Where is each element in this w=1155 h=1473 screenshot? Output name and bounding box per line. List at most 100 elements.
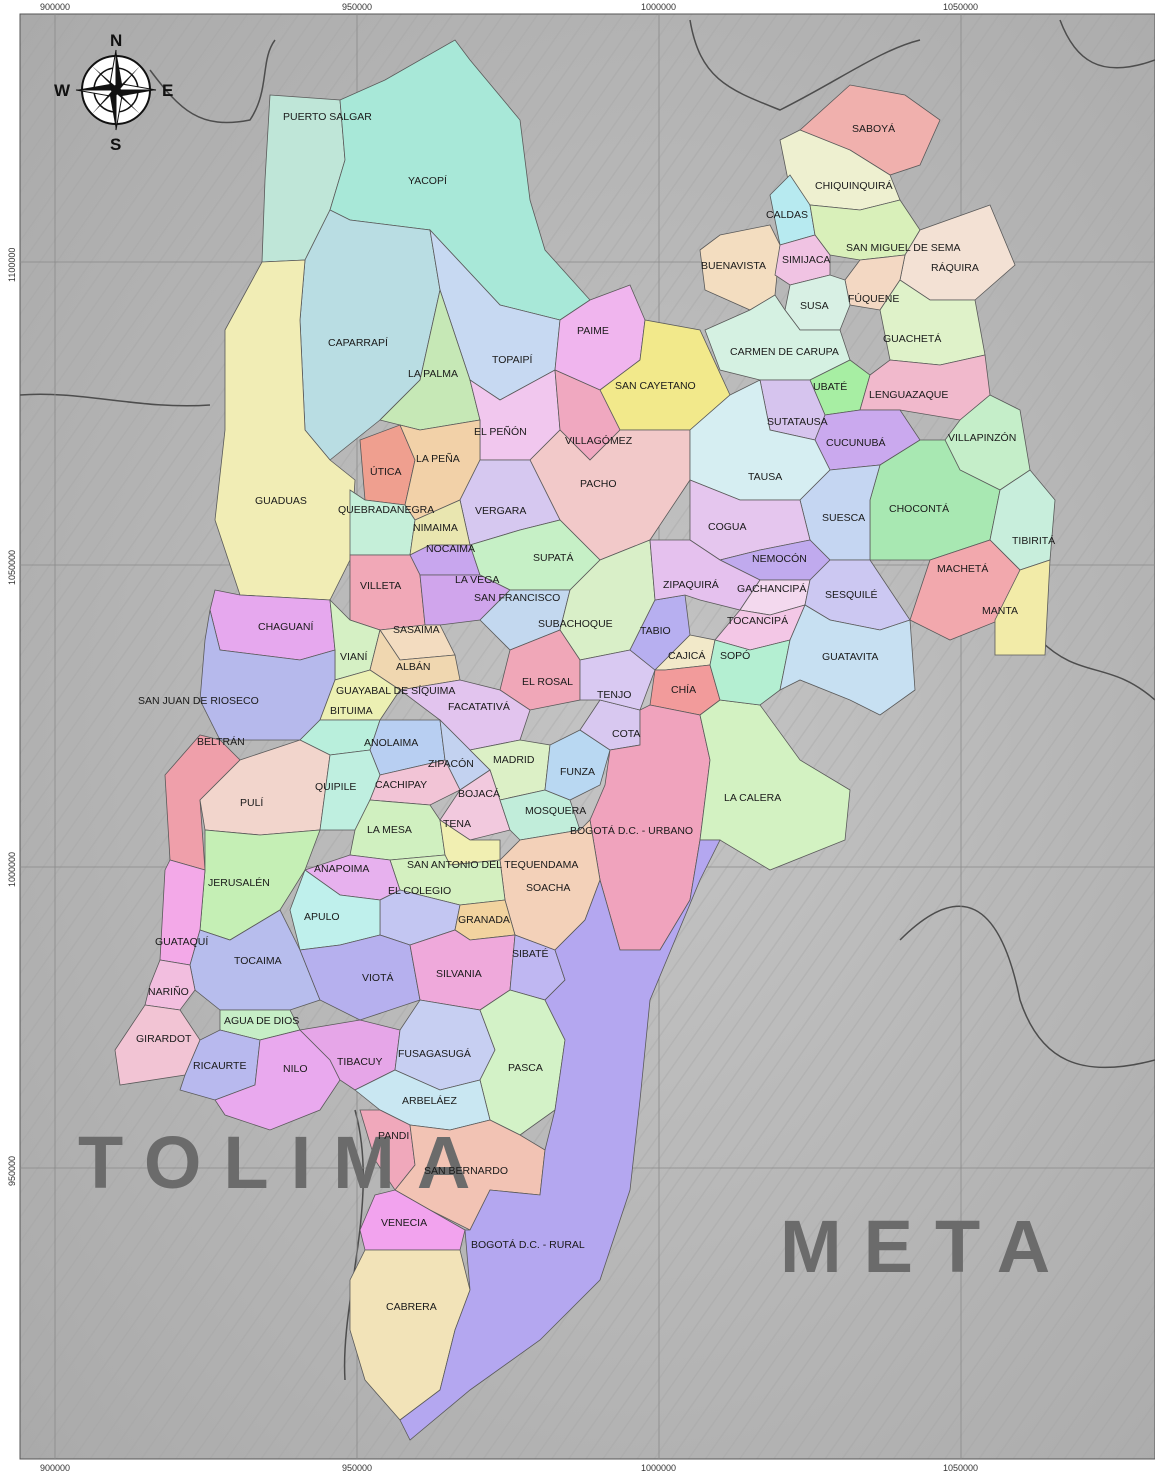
label-simijaca: SIMIJACA [782, 254, 830, 266]
label-bojaca: BOJACÁ [458, 787, 500, 800]
label-vergara: VERGARA [475, 505, 526, 517]
label-nimaima: NIMAIMA [413, 522, 458, 534]
label-san-miguel-de-sema: SAN MIGUEL DE SEMA [846, 242, 961, 254]
coord-top-1000000: 1000000 [641, 2, 676, 12]
label-topaipi: TOPAIPÍ [492, 353, 533, 366]
municipality-polygon-guaduas [214, 259, 356, 601]
coord-left-1050000: 1050000 [7, 550, 17, 585]
department-boundary-line [899, 905, 1155, 1069]
label-el-penon: EL PEÑÓN [474, 425, 527, 438]
label-la-mesa: LA MESA [367, 824, 412, 836]
label-sasaima: SASAIMA [393, 624, 440, 636]
department-boundary-line [19, 393, 211, 407]
coord-bottom-1050000: 1050000 [943, 1463, 978, 1473]
label-tausa: TAUSA [748, 471, 782, 483]
compass-south-label: S [110, 135, 121, 154]
label-cota: COTA [612, 728, 640, 740]
label-pandi: PANDI [378, 1130, 409, 1142]
municipality-polygon-bogota-rural [399, 839, 721, 1441]
label-pasca: PASCA [508, 1062, 543, 1074]
label-girardot: GIRARDOT [136, 1033, 192, 1045]
compass-rose: N S E W [54, 31, 173, 154]
label-sutatausa: SUTATAUSA [767, 416, 828, 428]
label-zipacon: ZIPACÓN [428, 757, 474, 770]
label-macheta: MACHETÁ [937, 562, 988, 575]
label-guataqui: GUATAQUÍ [155, 935, 208, 948]
label-san-francisco: SAN FRANCISCO [474, 592, 560, 604]
label-san-bernardo: SAN BERNARDO [424, 1165, 508, 1177]
label-el-colegio: EL COLEGIO [388, 885, 451, 897]
label-ubate: UBATÉ [813, 380, 847, 393]
label-bogota-urbano: BOGOTÁ D.C. - URBANO [570, 824, 693, 837]
label-mosquera: MOSQUERA [525, 805, 586, 817]
label-lenguazaque: LENGUAZAQUE [869, 389, 948, 401]
department-polygons [114, 39, 1056, 1441]
label-funza: FUNZA [560, 766, 595, 778]
region-label-tolima: TOLIMA [78, 1121, 492, 1204]
label-utica: ÚTICA [370, 465, 402, 478]
label-guatavita: GUATAVITA [822, 651, 878, 663]
label-anapoima: ANAPOIMA [314, 863, 369, 875]
label-cajica: CAJICÁ [668, 649, 705, 662]
label-manta: MANTA [982, 605, 1018, 617]
label-paime: PAIME [577, 325, 609, 337]
municipality-polygon-tabio [629, 594, 691, 671]
municipality-labels: PUERTO SALGAR YACOPÍ SABOYÁ CHIQUINQUIRÁ… [136, 111, 1055, 1313]
label-villagomez: VILLAGÓMEZ [565, 434, 633, 447]
label-villeta: VILLETA [360, 580, 401, 592]
municipality-polygon-guatavita [779, 604, 916, 716]
label-chia: CHÍA [671, 683, 696, 696]
coord-left-950000: 950000 [7, 1156, 17, 1186]
compass-star-icon [75, 49, 157, 131]
label-madrid: MADRID [493, 754, 535, 766]
compass-east-label: E [162, 81, 173, 100]
map-border [19, 13, 1155, 1460]
label-la-pena: LA PEÑA [416, 452, 460, 465]
label-bituima: BITUIMA [330, 705, 373, 717]
label-tibacuy: TIBACUY [337, 1056, 383, 1068]
label-bogota-rural: BOGOTÁ D.C. - RURAL [471, 1238, 585, 1251]
label-puerto-salgar: PUERTO SALGAR [283, 111, 372, 123]
label-guayabal: GUAYABAL DE SÍQUIMA [336, 684, 455, 697]
municipality-polygon-carmen-de-carupa [704, 294, 851, 381]
label-puli: PULÍ [240, 796, 263, 809]
label-sopo: SOPÓ [720, 649, 750, 662]
label-venecia: VENECIA [381, 1217, 427, 1229]
label-cabrera: CABRERA [386, 1301, 437, 1313]
municipality-polygon-viota [299, 934, 421, 1021]
label-quipile: QUIPILE [315, 781, 356, 793]
label-carmen-de-carupa: CARMEN DE CARUPA [730, 346, 839, 358]
coord-bottom-900000: 900000 [40, 1463, 70, 1473]
label-san-cayetano: SAN CAYETANO [615, 380, 696, 392]
label-tena: TENA [443, 818, 471, 830]
label-la-calera: LA CALERA [724, 792, 781, 804]
label-beltran: BELTRÁN [197, 735, 245, 748]
label-tibirita: TIBIRITÁ [1012, 534, 1055, 547]
label-cucunuba: CUCUNUBÁ [826, 436, 886, 449]
coord-top-950000: 950000 [342, 2, 372, 12]
label-viota: VIOTÁ [362, 971, 394, 984]
label-san-juan-de-rioseco: SAN JUAN DE RIOSECO [138, 695, 259, 707]
label-susa: SUSA [800, 300, 829, 312]
label-silvania: SILVANIA [436, 968, 482, 980]
label-arbelaez: ARBELÁEZ [402, 1094, 457, 1107]
label-cogua: COGUA [708, 521, 747, 533]
label-pacho: PACHO [580, 478, 617, 490]
label-la-palma: LA PALMA [408, 368, 458, 380]
department-boundary-line [689, 19, 921, 111]
coord-bottom-950000: 950000 [342, 1463, 372, 1473]
label-supata: SUPATÁ [533, 551, 573, 564]
municipality-polygon-sopo [709, 639, 791, 706]
label-sibate: SIBATÉ [512, 947, 549, 960]
label-choconta: CHOCONTÁ [889, 502, 949, 515]
coord-top-900000: 900000 [40, 2, 70, 12]
label-chiquinquira: CHIQUINQUIRÁ [815, 179, 893, 192]
label-alban: ALBÁN [396, 660, 430, 673]
label-villapinzon: VILLAPINZÓN [948, 431, 1016, 444]
municipality-polygon-villeta [349, 554, 426, 631]
department-boundary-line [149, 39, 276, 124]
label-tabio: TABIO [640, 625, 671, 637]
coord-left-1000000: 1000000 [7, 852, 17, 887]
label-viani: VIANÍ [340, 650, 368, 663]
